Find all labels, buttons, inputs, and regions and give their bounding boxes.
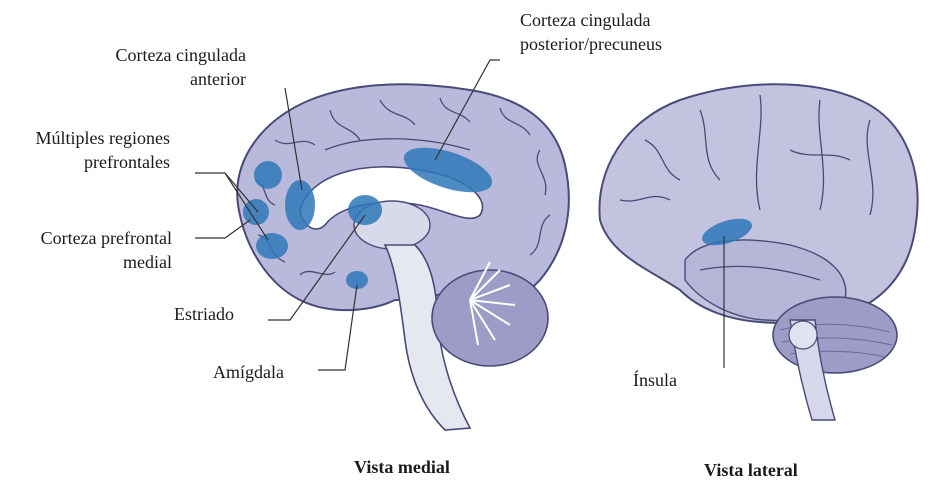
multi-label-line1: Múltiples regiones: [0, 126, 170, 150]
pons: [789, 321, 817, 349]
mpfc-label-line2: medial: [0, 250, 172, 274]
acc-highlight: [285, 180, 315, 230]
acc-label-line2: anterior: [70, 67, 246, 91]
medial-caption: Vista medial: [354, 455, 450, 479]
striatum-highlight: [348, 195, 382, 225]
pcc-label: Corteza cingulada posterior/precuneus: [520, 8, 662, 56]
insula-label: Ínsula: [633, 368, 677, 392]
acc-label-line1: Corteza cingulada: [70, 43, 246, 67]
acc-label: Corteza cingulada anterior: [70, 43, 246, 91]
lateral-caption: Vista lateral: [704, 458, 798, 482]
mpfc-label-line1: Corteza prefrontal: [0, 226, 172, 250]
cerebellum: [432, 270, 548, 366]
mpfc-label: Corteza prefrontal medial: [0, 226, 172, 274]
pcc-label-line1: Corteza cingulada: [520, 8, 662, 32]
prefrontal-highlight-1: [254, 161, 282, 189]
multi-label-line2: prefrontales: [0, 150, 170, 174]
mpfc-highlight: [256, 233, 288, 259]
amygdala-label: Amígdala: [170, 360, 284, 384]
striatum-label: Estriado: [130, 302, 234, 326]
multi-prefrontal-label: Múltiples regiones prefrontales: [0, 126, 170, 174]
pcc-label-line2: posterior/precuneus: [520, 32, 662, 56]
